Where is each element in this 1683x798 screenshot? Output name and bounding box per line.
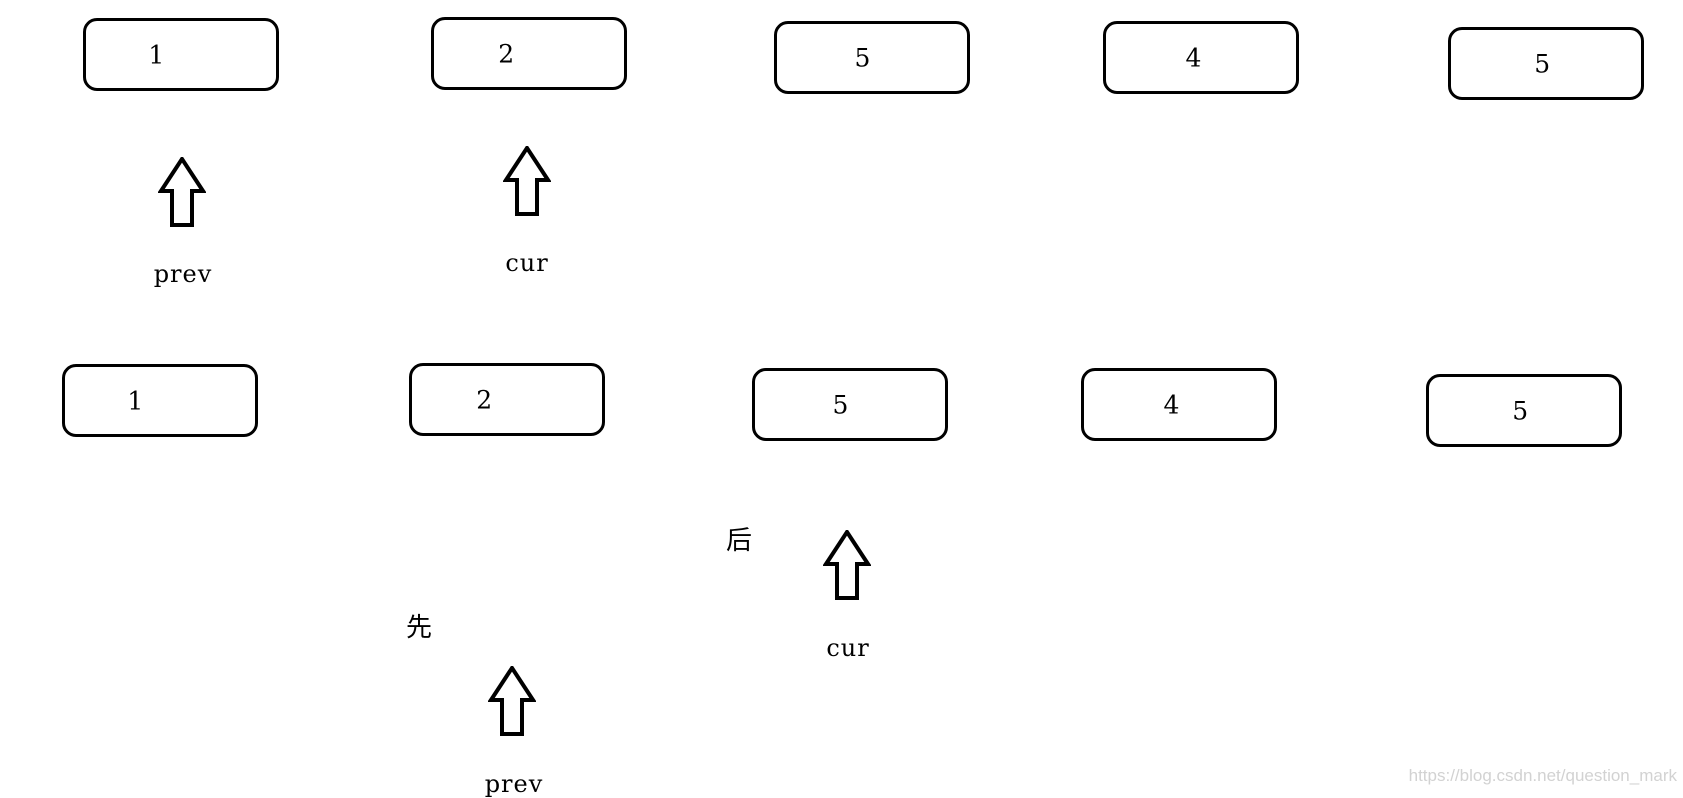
node-value: 5: [1534, 49, 1551, 78]
list-node-5: 5: [1426, 374, 1622, 447]
list-node-3: 5: [774, 21, 970, 94]
cur-pointer-arrow-icon: [823, 530, 871, 600]
prev-pointer-arrow-icon: [158, 157, 206, 227]
node-value: 1: [148, 40, 165, 69]
list-node-4: 4: [1081, 368, 1277, 441]
list-node-1: 1: [62, 364, 258, 437]
list-node-2: 2: [431, 17, 627, 90]
prev-pointer-arrow-icon: [488, 666, 536, 736]
node-value: 1: [127, 386, 144, 415]
list-node-4: 4: [1103, 21, 1299, 94]
after-step-label: 后: [726, 526, 753, 556]
prev-pointer-label: prev: [484, 770, 544, 798]
node-value: 5: [1512, 396, 1529, 425]
node-value: 5: [832, 390, 849, 419]
node-value: 5: [854, 43, 871, 72]
cur-pointer-label: cur: [505, 249, 549, 277]
list-node-2: 2: [409, 363, 605, 436]
node-value: 4: [1185, 43, 1202, 72]
list-node-5: 5: [1448, 27, 1644, 100]
list-node-1: 1: [83, 18, 279, 91]
cur-pointer-label: cur: [826, 634, 870, 662]
prev-pointer-label: prev: [153, 260, 213, 288]
node-value: 2: [476, 385, 493, 414]
watermark: https://blog.csdn.net/question_mark: [1408, 766, 1677, 785]
list-node-3: 5: [752, 368, 948, 441]
cur-pointer-arrow-icon: [503, 146, 551, 216]
first-step-label: 先: [406, 613, 433, 643]
node-value: 2: [498, 39, 515, 68]
node-value: 4: [1163, 390, 1180, 419]
